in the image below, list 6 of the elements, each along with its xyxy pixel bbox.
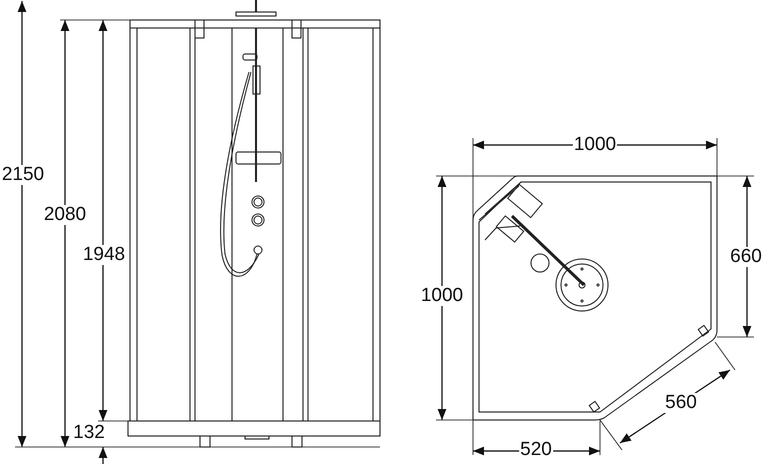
dimension-label: 1948: [82, 245, 126, 265]
dimension-label: 2150: [0, 165, 46, 185]
dimension-label: 2080: [42, 205, 88, 225]
dimension-label: 660: [729, 247, 763, 267]
dimension-label: 1000: [420, 286, 464, 306]
dimension-label: 560: [664, 393, 698, 413]
